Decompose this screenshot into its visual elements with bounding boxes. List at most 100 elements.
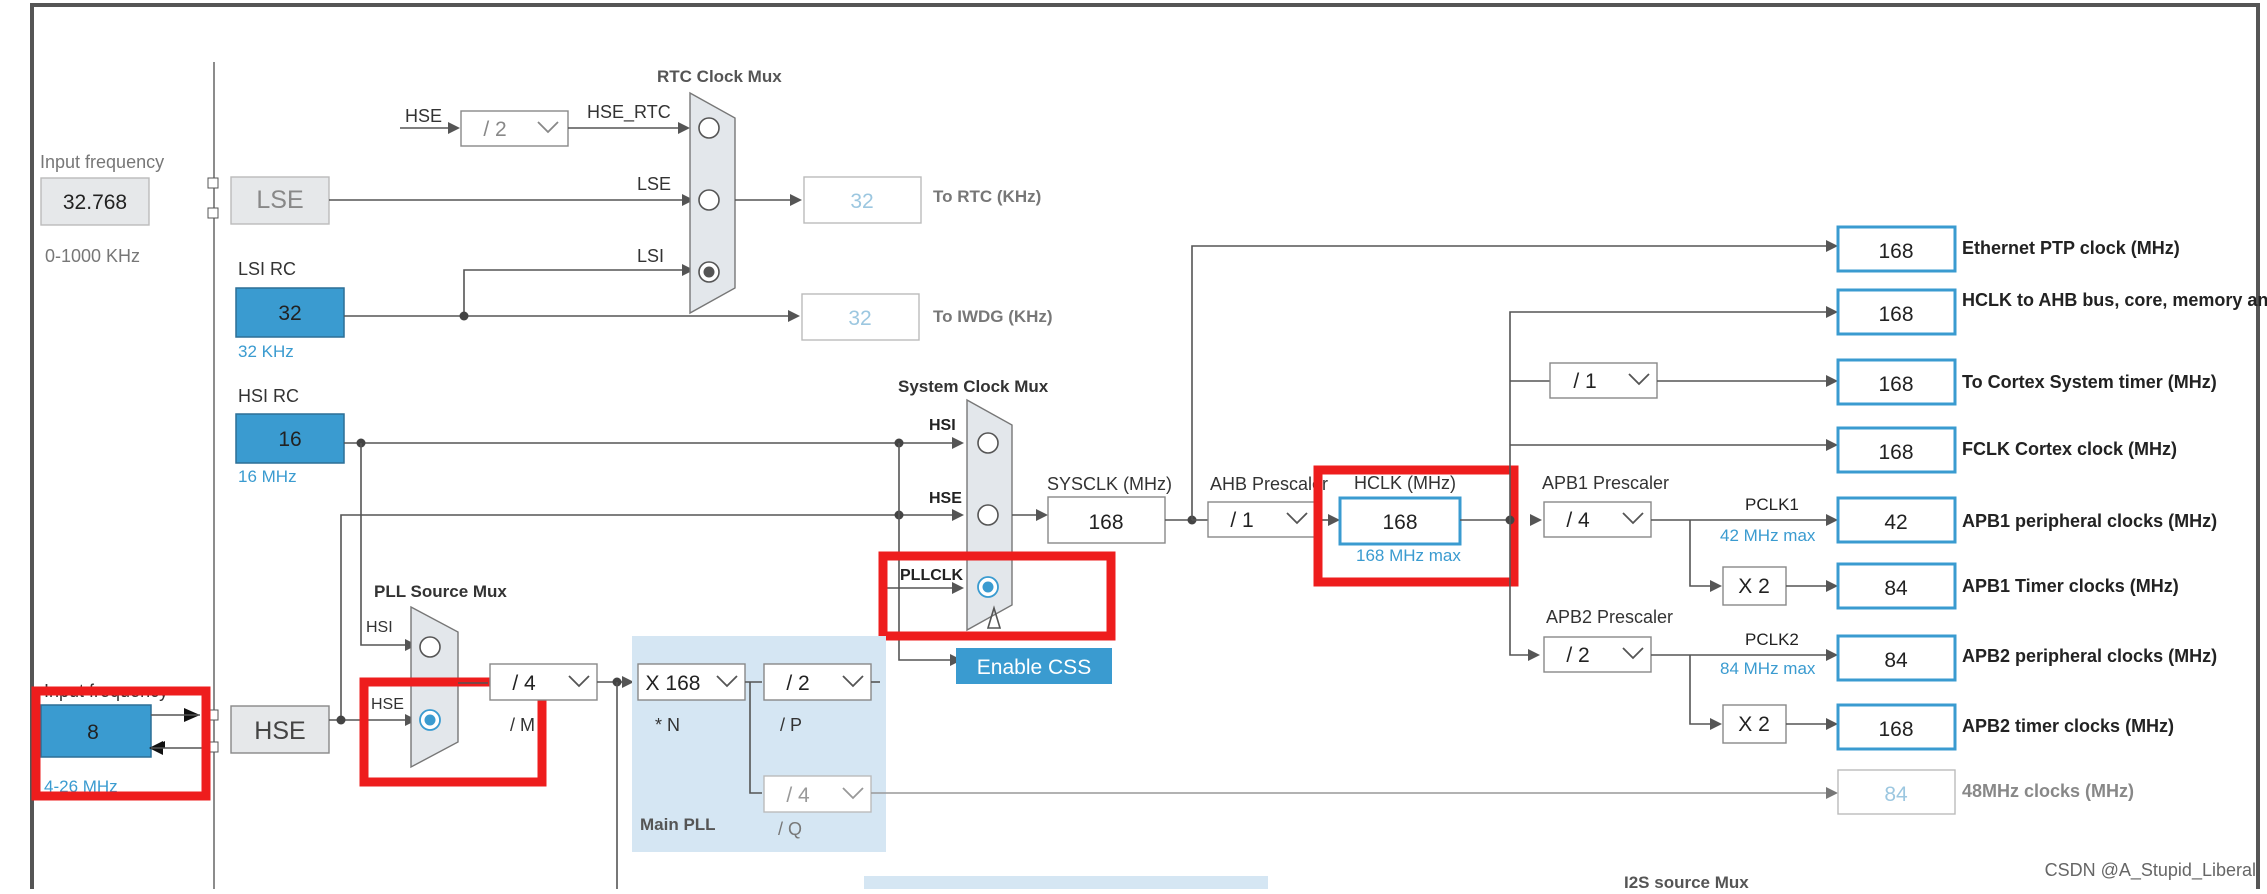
pll-n-label: * N <box>655 715 680 735</box>
lse-input-field[interactable]: 32.768 <box>40 177 150 226</box>
pll-src-mux-title: PLL Source Mux <box>374 582 507 601</box>
lsi-rtc-arrow <box>682 264 694 276</box>
apb2-prescaler-select[interactable]: / 2 <box>1543 636 1652 673</box>
lse-input-range: 0-1000 KHz <box>45 246 140 266</box>
hse-sysmux-arrow <box>952 509 964 521</box>
rtc-mux-radio-lse[interactable] <box>698 189 720 211</box>
highlight-hclk <box>1313 465 1519 587</box>
hclk-max: 168 MHz max <box>1356 546 1461 565</box>
hse-block[interactable]: HSE <box>230 705 330 754</box>
svg-text:84: 84 <box>1884 649 1908 672</box>
output-apb1-periph[interactable]: 42 <box>1836 496 1957 544</box>
output-apb2-timer[interactable]: 168 <box>1836 703 1957 751</box>
svg-text:/ 4: / 4 <box>1566 509 1590 532</box>
rtc-hse-divider-select[interactable]: / 2 <box>460 110 569 147</box>
pll-q-divider-select[interactable]: / 4 <box>763 775 872 813</box>
apb2-in-arrow <box>1528 649 1540 661</box>
highlight-pll-source <box>359 677 547 787</box>
pll-p-divider-select[interactable]: / 2 <box>763 663 872 701</box>
svg-text:32: 32 <box>278 302 301 325</box>
hsi-sysmux-arrow <box>952 437 964 449</box>
rtc-hse-rtc-label: HSE_RTC <box>587 102 671 123</box>
pll-p-label: / P <box>780 715 802 735</box>
rtc-out-arrow <box>790 194 802 206</box>
ahb-prescaler-select[interactable]: / 1 <box>1207 501 1316 538</box>
lsi-rtc-wire <box>463 269 682 316</box>
usb48-arrow <box>1826 787 1838 799</box>
pll-n-arrow <box>622 676 634 688</box>
eth-ptp-arrow <box>1826 240 1838 252</box>
rtc-mux-radio-hse[interactable] <box>698 117 720 139</box>
cortex-timer-divider-select[interactable]: / 1 <box>1549 362 1658 399</box>
svg-text:16: 16 <box>278 428 301 451</box>
pclk1-label: PCLK1 <box>1745 495 1799 514</box>
hse-input-field[interactable]: 8 <box>40 704 152 758</box>
chevron-down-icon <box>537 121 559 134</box>
pll-source-mux <box>410 605 459 769</box>
svg-text:168: 168 <box>1382 511 1417 534</box>
pclk1-max: 42 MHz max <box>1720 526 1816 545</box>
rtc-lse-label: LSE <box>637 174 671 194</box>
rtc-hse-arrow <box>448 122 460 134</box>
pll-src-radio-hsi[interactable] <box>419 636 441 658</box>
apb2-in-wire <box>1509 520 1530 656</box>
svg-text:Enable CSS: Enable CSS <box>977 656 1091 679</box>
output-apb1-timer-label: APB1 Timer clocks (MHz) <box>1962 576 2179 596</box>
svg-text:/ 2: / 2 <box>1566 644 1589 667</box>
sys-mux-radio-hsi[interactable] <box>977 432 999 454</box>
output-hclk-ahb-label: HCLK to AHB bus, core, memory and DMA (M… <box>1962 290 2267 310</box>
apb2-timer-multiplier: X 2 <box>1722 704 1787 744</box>
output-cortex-timer-label: To Cortex System timer (MHz) <box>1962 372 2217 392</box>
rtc-hse-label: HSE <box>405 106 442 126</box>
rtc-output-field: 32 <box>803 176 922 224</box>
lsi-junction <box>459 311 469 321</box>
svg-text:8: 8 <box>87 721 99 744</box>
pllclk-arrow <box>952 582 964 594</box>
css-wire <box>898 443 950 661</box>
chevron-down-icon <box>1622 512 1644 525</box>
output-fclk[interactable]: 168 <box>1836 426 1957 474</box>
output-ethernet-ptp[interactable]: 168 <box>1836 225 1957 273</box>
enable-css-button[interactable]: Enable CSS <box>956 648 1112 684</box>
pll-m-divider-select[interactable]: / 4 <box>489 663 598 701</box>
svg-text:168: 168 <box>1878 718 1913 741</box>
sys-mux-radio-hse[interactable] <box>977 504 999 526</box>
hclk-ahb-arrow <box>1826 306 1838 318</box>
fclk-arrow <box>1826 439 1838 451</box>
hsi-value[interactable]: 16 <box>235 413 345 464</box>
iwdg-output-label: To IWDG (KHz) <box>933 307 1053 326</box>
pll-m-label: / M <box>510 715 535 735</box>
lse-pin-1 <box>207 177 219 189</box>
apb2-periph-arrow <box>1826 649 1838 661</box>
apb1-x2-arrow <box>1710 580 1722 592</box>
lsi-label: LSI RC <box>238 259 296 279</box>
output-fclk-label: FCLK Cortex clock (MHz) <box>1962 439 2177 459</box>
chevron-down-icon <box>842 675 864 688</box>
lsi-unit: 32 KHz <box>238 342 294 361</box>
output-apb2-timer-label: APB2 timer clocks (MHz) <box>1962 716 2174 736</box>
svg-text:/ 2: / 2 <box>483 118 506 141</box>
pll-n-multiplier-select[interactable]: X 168 <box>637 663 746 701</box>
svg-text:/ 4: / 4 <box>786 784 810 807</box>
ahb-out-arrow <box>1328 514 1340 526</box>
apb1-prescaler-select[interactable]: / 4 <box>1543 501 1652 538</box>
output-apb2-periph[interactable]: 84 <box>1836 634 1957 682</box>
hse-sysmux-wire <box>340 514 952 720</box>
output-48mhz-label: 48MHz clocks (MHz) <box>1962 781 2134 801</box>
apb1-timer-wire <box>1689 520 1710 587</box>
rtc-mux-title: RTC Clock Mux <box>657 67 782 86</box>
css-up-arrow <box>986 605 1002 629</box>
hclk-ahb-wire <box>1509 311 1826 520</box>
lsi-value[interactable]: 32 <box>235 287 345 338</box>
svg-text:168: 168 <box>1878 373 1913 396</box>
hclk-field[interactable]: 168 <box>1338 496 1462 546</box>
output-cortex-timer[interactable]: 168 <box>1836 358 1957 406</box>
pll-src-hsi-label: HSI <box>366 619 393 636</box>
output-hclk-ahb[interactable]: 168 <box>1836 288 1957 336</box>
output-apb1-timer[interactable]: 84 <box>1836 562 1957 610</box>
svg-text:168: 168 <box>1878 303 1913 326</box>
sys-mux-hse-label: HSE <box>929 490 962 507</box>
chevron-down-icon <box>842 787 864 800</box>
cortex-timer-arrow <box>1826 375 1838 387</box>
lse-block[interactable]: LSE <box>230 176 330 225</box>
